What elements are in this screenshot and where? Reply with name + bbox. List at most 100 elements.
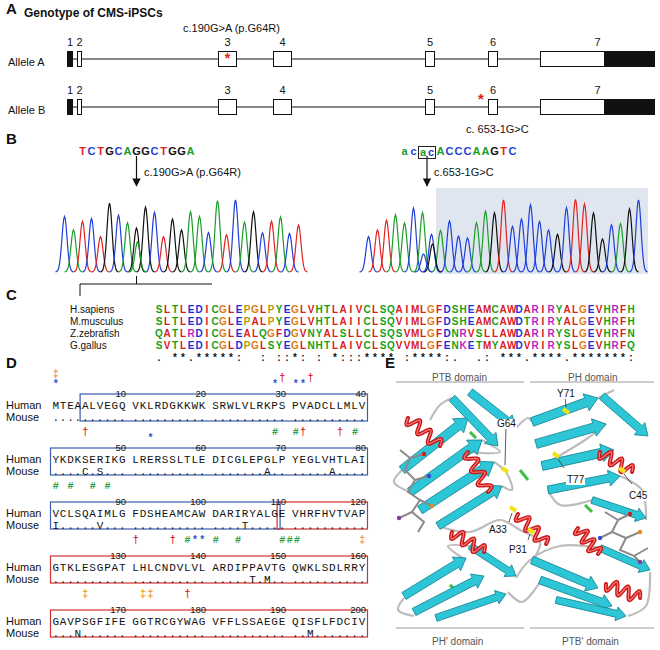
letter-cell: R [154,617,161,628]
trace-peak [495,200,513,272]
letter-cell: T [475,341,483,351]
letter-cell: A [169,509,176,520]
letter-cell: L [227,305,235,315]
leader-line [624,474,632,484]
letter-cell: N [451,329,459,339]
letter-cell: A [481,146,490,157]
letter-cell: Y [275,305,283,315]
letter-cell: G [219,305,227,315]
label-holder: 30 [256,384,286,400]
letter-cell: N [451,341,459,351]
letter-cell: G [579,329,587,339]
letter-cell: . [67,575,74,586]
letter-cell: P [292,401,299,412]
letter-cell: . [154,467,161,478]
letter-cell: M [343,401,350,412]
letter-cell: G [579,305,587,315]
label-holder: c.653-1G>C [434,163,494,179]
letter-cell: c [427,146,436,159]
label-holder: ....C.S... .......... .......A.. .....A.… [52,462,366,478]
letter-cell: L [163,317,171,327]
letter-cell: Q [292,563,299,574]
letter-cell: V [132,401,139,412]
letter-cell: V [358,401,365,412]
letter-cell: : [299,353,307,363]
position-number: 80 [355,443,366,453]
letter-cell: . [314,413,321,424]
residue-label: T77 [566,475,585,485]
mutation-site [553,453,559,457]
letter-cell: . [249,413,256,424]
letter-cell: . [241,575,248,586]
letter-cell [206,563,212,574]
letter-cell: K [198,401,205,412]
letter-cell: V [355,305,363,315]
letter-cell: : [283,353,291,363]
letter-cell: # [234,536,241,546]
letter-cell: . [198,521,205,532]
exon-number: 5 [427,37,433,48]
letter-cell: * [419,353,427,363]
protein-sequence: ....C.S... .......... .......A.. .....A.… [52,467,366,478]
letter-cell: C [184,509,191,520]
letter-cell: M [104,509,111,520]
letter-cell: Y [292,455,299,466]
letter-cell: L [371,317,379,327]
letter-cell: D [515,305,523,315]
alpha-helix [464,452,492,492]
letter-cell: R [611,341,619,351]
label-holder: Human [6,450,41,466]
letter-cell: L [259,341,267,351]
letter-cell: L [271,455,278,466]
label-holder: QATLRDICGLEALQGFDGVNYALSLLCLSQSVMLGFDNRV… [155,324,635,340]
letter-cell: E [278,617,285,628]
label-holder: 130 [96,546,126,562]
letter-cell: K [67,563,74,574]
position-number: 70 [275,443,286,453]
letter-cell: R [227,509,234,520]
letter-cell: E [283,317,291,327]
letter-cell: D [443,329,451,339]
letter-cell: . [329,413,336,424]
letter-cell: . [227,521,234,532]
letter-cell: . [111,575,118,586]
helix-highlight [406,418,441,446]
intron-line [498,59,540,60]
letter-cell: L [259,317,267,327]
letter-cell [286,467,292,478]
letter-cell: S [321,563,328,574]
letter-cell [286,413,292,424]
letter-cell: W [507,341,515,351]
letter-cell: A [329,467,336,478]
letter-cell: . [292,629,299,640]
letter-cell: P [256,455,263,466]
position-number: 100 [190,497,206,507]
letter-cell: L [571,329,579,339]
letter-cell [286,509,292,520]
position-number: 150 [270,551,286,561]
label-holder: VCLSQAIMLG FDSHEAMCAW DARIRYALGE VHRFHVT… [52,504,366,520]
letter-cell: R [547,329,555,339]
letter-cell: G [267,329,275,339]
letter-cell: . [89,521,96,532]
helix-highlight [606,582,640,600]
bracket-line [80,284,212,285]
letter-cell: H [459,305,467,315]
letter-cell: : [483,353,491,363]
exon-box: 4 [273,99,292,115]
letter-cell: # [286,536,293,546]
label-holder: # [67,476,74,492]
letter-cell: V [467,329,475,339]
letter-cell [286,617,292,628]
letter-cell: L [314,563,321,574]
letter-cell: V [595,341,603,351]
letter-cell: . [161,629,168,640]
letter-cell: A [499,329,507,339]
letter-cell: Q [259,329,267,339]
letter-cell: R [96,455,103,466]
species-name: H.sapiens [70,305,114,315]
letter-cell: P [104,563,111,574]
letter-cell: H [315,305,323,315]
ligand-atom [628,512,632,516]
letter-cell: L [111,509,118,520]
